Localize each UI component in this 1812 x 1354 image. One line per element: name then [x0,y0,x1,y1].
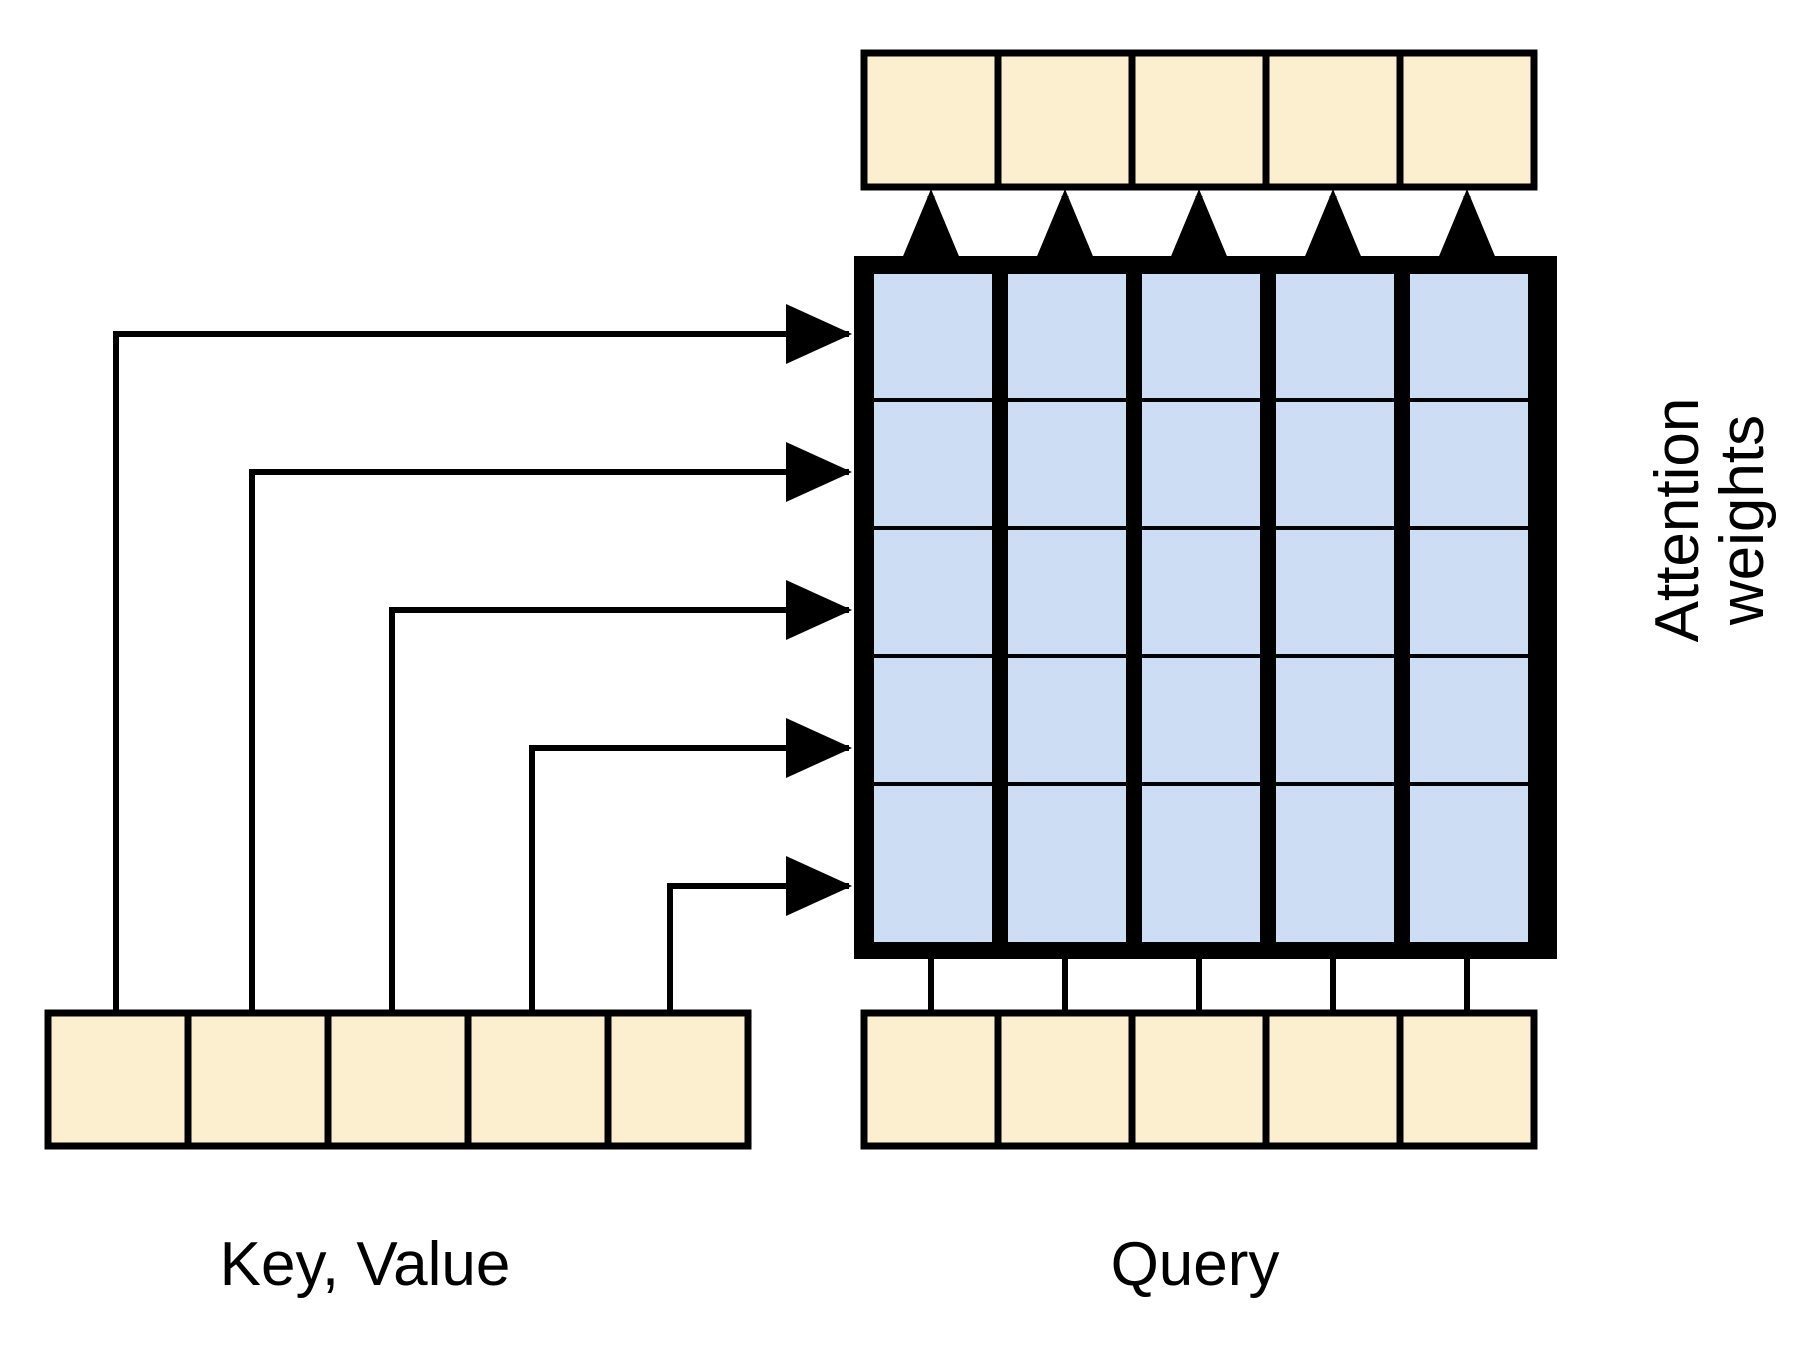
query-to-grid-connectors [928,955,1470,1013]
output-cell[interactable] [994,49,1136,191]
grid-cell[interactable] [1272,654,1398,786]
grid-cell[interactable] [1272,398,1398,530]
keyvalue-connector [667,856,852,1050]
grid-cell[interactable] [870,526,996,658]
attention-weights-label-line2: weights [1708,414,1777,626]
key-value-cell[interactable] [604,1009,752,1150]
keyvalue-to-grid-connectors [113,304,852,1050]
keyvalue-connector [113,304,852,1050]
keyvalue-connector [389,580,852,1050]
grid-cell[interactable] [1406,398,1532,530]
keyvalue-connector [249,442,852,1050]
grid-cell[interactable] [1138,398,1264,530]
attention-weights-label-line1: Attention [1642,397,1712,643]
grid-cell[interactable] [870,398,996,530]
query-cell[interactable] [860,1009,1002,1150]
grid-cell[interactable] [1004,270,1130,402]
grid-cell[interactable] [1406,654,1532,786]
query-cell[interactable] [1128,1009,1270,1150]
grid-cell[interactable] [1138,782,1264,946]
key-value-sequence-row [44,1009,752,1150]
grid-cell[interactable] [870,270,996,402]
grid-cell[interactable] [1272,270,1398,402]
grid-cell[interactable] [1004,398,1130,530]
output-sequence-row [860,49,1538,191]
grid-cell[interactable] [1138,270,1264,402]
grid-cell[interactable] [1406,526,1532,658]
grid-cell[interactable] [1406,782,1532,946]
grid-cell[interactable] [870,782,996,946]
key-value-cell[interactable] [464,1009,612,1150]
query-cell[interactable] [1262,1009,1404,1150]
output-cell[interactable] [860,49,1002,191]
keyvalue-connector [529,718,852,1050]
query-sequence-row [860,1009,1538,1150]
grid-cell[interactable] [1272,526,1398,658]
output-cell[interactable] [1396,49,1538,191]
query-cell[interactable] [1396,1009,1538,1150]
grid-cell[interactable] [1272,782,1398,946]
grid-cell[interactable] [1406,270,1532,402]
key-value-cell[interactable] [44,1009,192,1150]
grid-to-output-arrows [896,189,1502,273]
grid-cell[interactable] [1004,654,1130,786]
key-value-cell[interactable] [184,1009,332,1150]
grid-cell[interactable] [1138,654,1264,786]
query-label: Query [1110,1230,1280,1299]
query-cell[interactable] [994,1009,1136,1150]
output-cell[interactable] [1128,49,1270,191]
grid-cell[interactable] [1004,782,1130,946]
attention-weights-grid [854,256,1557,959]
grid-cell[interactable] [1138,526,1264,658]
output-cell[interactable] [1262,49,1404,191]
attention-weights-label: Attention weights [1490,300,1812,740]
key-value-cell[interactable] [324,1009,472,1150]
grid-cell[interactable] [870,654,996,786]
grid-cell[interactable] [1004,526,1130,658]
key-value-label: Key, Value [219,1230,511,1299]
